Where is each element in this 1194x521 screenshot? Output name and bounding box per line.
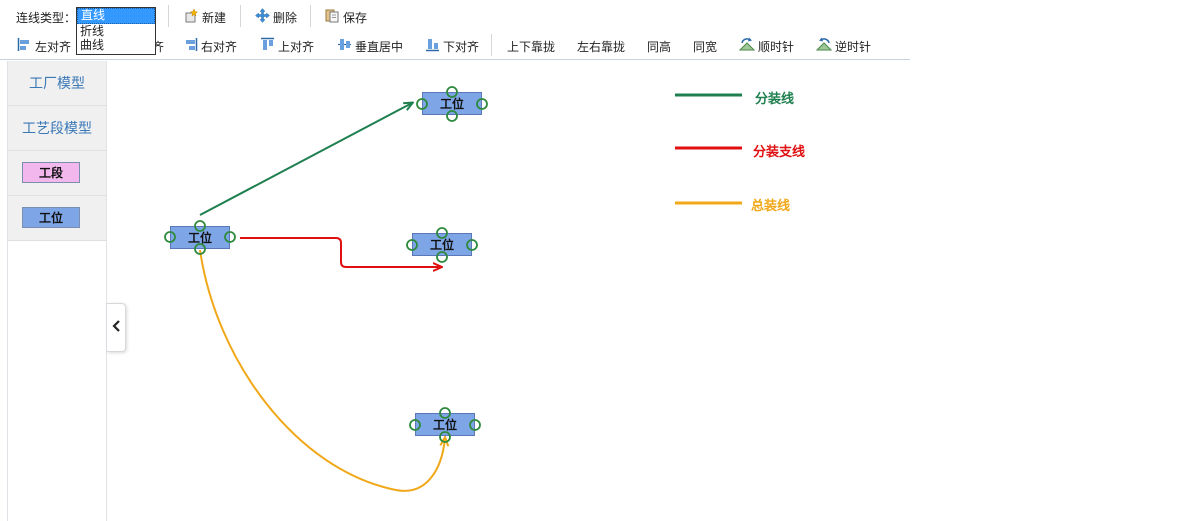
palette-segment-shape[interactable]: 工段 <box>22 162 80 183</box>
horizontal-snap-label: 左右靠拢 <box>577 39 626 54</box>
toolbar-divider <box>168 5 169 27</box>
left-align-button[interactable]: 左对齐 <box>17 37 71 55</box>
vertical-snap-label: 上下靠拢 <box>507 39 556 54</box>
line-type-option-straight[interactable]: 直线 <box>77 8 155 24</box>
connection-final-assembly[interactable] <box>199 249 445 492</box>
counter-clockwise-label: 逆时针 <box>835 39 872 54</box>
connection-layer <box>199 93 742 492</box>
station-node[interactable]: 工位 <box>415 413 475 436</box>
clockwise-label: 顺时针 <box>758 39 795 54</box>
palette-cell-station: 工位 <box>8 196 106 241</box>
flow-canvas[interactable]: 工位 工位 工位 工位 <box>106 60 1194 521</box>
align-top-icon <box>260 37 275 55</box>
same-height-label: 同高 <box>647 39 672 54</box>
station-node[interactable]: 工位 <box>412 233 472 256</box>
vertical-center-label: 垂直居中 <box>355 39 404 54</box>
station-node[interactable]: 工位 <box>422 92 482 115</box>
align-right-icon <box>183 37 198 55</box>
bottom-align-button[interactable]: 下对齐 <box>425 37 479 55</box>
legend-label-sub-branch: 分装支线 <box>753 145 806 160</box>
vertical-snap-button[interactable]: 上下靠拢 <box>507 37 555 55</box>
align-left-icon <box>17 37 32 55</box>
new-button-label: 新建 <box>202 10 227 25</box>
toolbar-divider <box>491 34 492 56</box>
station-node-label: 工位 <box>187 231 212 245</box>
same-width-button[interactable]: 同宽 <box>693 37 717 55</box>
delete-button-label: 删除 <box>273 10 298 25</box>
rotate-counter-clockwise-icon <box>815 37 833 55</box>
vertical-center-button[interactable]: 垂直居中 <box>337 37 403 55</box>
palette-station-shape[interactable]: 工位 <box>22 207 80 228</box>
line-type-option-polyline[interactable]: 折线 <box>80 24 105 38</box>
line-type-option-curve[interactable]: 曲线 <box>80 38 105 52</box>
same-width-label: 同宽 <box>693 39 718 54</box>
align-toolbar: 左对齐 齐 右对齐 上对齐 垂直居中 下对齐 上下靠拢 左右靠拢 同高 <box>0 31 910 60</box>
new-button[interactable]: 新建 <box>184 8 226 26</box>
rotate-clockwise-icon <box>738 37 756 55</box>
save-button-label: 保存 <box>343 10 368 25</box>
delete-button[interactable]: 删除 <box>255 8 297 26</box>
save-icon <box>325 8 340 26</box>
top-align-button[interactable]: 上对齐 <box>260 37 314 55</box>
legend-label-final-assembly: 总装线 <box>751 199 791 214</box>
horizontal-snap-button[interactable]: 左右靠拢 <box>577 37 625 55</box>
palette-segment-label: 工段 <box>38 166 63 180</box>
station-node[interactable]: 工位 <box>170 226 230 249</box>
toolbar-divider <box>240 5 241 27</box>
palette-cell-segment: 工段 <box>8 151 106 196</box>
sidebar-collapse-button[interactable] <box>107 303 126 352</box>
factory-model-label: 工厂模型 <box>29 76 85 92</box>
station-node-label: 工位 <box>432 418 457 432</box>
connection-main-branch[interactable] <box>199 103 412 216</box>
right-align-button[interactable]: 右对齐 <box>183 37 237 55</box>
line-type-dropdown[interactable]: 直线 折线 曲线 <box>76 7 156 55</box>
align-bottom-icon <box>425 37 440 55</box>
right-align-label: 右对齐 <box>201 39 238 54</box>
new-icon <box>184 8 199 26</box>
legend-label-main-branch: 分装线 <box>755 92 795 107</box>
palette-station-label: 工位 <box>38 211 63 225</box>
save-button[interactable]: 保存 <box>325 8 367 26</box>
bottom-align-label: 下对齐 <box>443 39 480 54</box>
clockwise-button[interactable]: 顺时针 <box>738 37 795 55</box>
top-align-label: 上对齐 <box>278 39 315 54</box>
counter-clockwise-button[interactable]: 逆时针 <box>815 37 872 55</box>
station-node-label: 工位 <box>439 97 464 111</box>
left-align-label: 左对齐 <box>35 39 72 54</box>
station-node-label: 工位 <box>429 238 454 252</box>
same-height-button[interactable]: 同高 <box>647 37 671 55</box>
line-type-label: 连线类型： <box>16 11 77 25</box>
connection-sub-branch[interactable] <box>240 237 441 267</box>
align-middle-icon <box>337 37 352 55</box>
main-toolbar: 连线类型： 直线 折线 曲线 新建 删除 <box>0 0 910 55</box>
move-arrows-icon <box>255 8 270 26</box>
chevron-left-icon <box>111 320 121 335</box>
model-sidebar: 工厂模型 工艺段模型 工段 工位 <box>7 61 107 521</box>
sidebar-item-factory-model[interactable]: 工厂模型 <box>8 61 106 106</box>
toolbar-divider <box>310 5 311 27</box>
sidebar-item-process-segment-model[interactable]: 工艺段模型 <box>8 106 106 151</box>
process-segment-model-label: 工艺段模型 <box>22 121 92 137</box>
